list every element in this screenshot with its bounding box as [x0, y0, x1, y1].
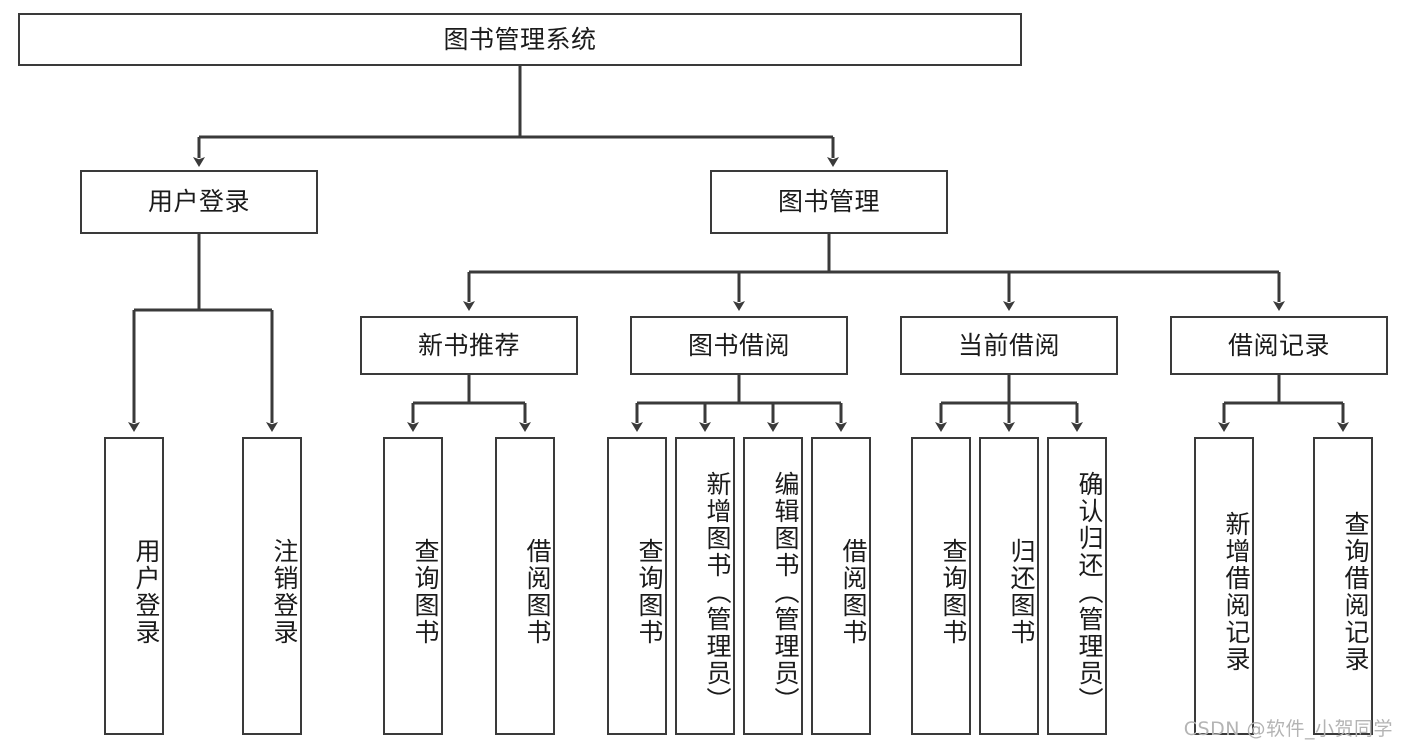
- node-leaf-confirm-return[interactable]: 确认归还（管理员）: [1047, 437, 1107, 735]
- node-leaf-edit-book[interactable]: 编辑图书（管理员）: [743, 437, 803, 735]
- node-leaf-add-record-label: 新增借阅记录: [1222, 511, 1251, 673]
- node-borrow-record[interactable]: 借阅记录: [1170, 316, 1388, 375]
- node-leaf-add-record[interactable]: 新增借阅记录: [1194, 437, 1254, 735]
- node-leaf-borrow-book-1-label: 借阅图书: [523, 538, 552, 646]
- node-root[interactable]: 图书管理系统: [18, 13, 1022, 66]
- node-new-book-recommend[interactable]: 新书推荐: [360, 316, 578, 375]
- node-leaf-user-login-label: 用户登录: [132, 538, 161, 646]
- node-leaf-query-record[interactable]: 查询借阅记录: [1313, 437, 1373, 735]
- node-leaf-query-book-2-label: 查询图书: [635, 538, 664, 646]
- node-leaf-edit-book-label: 编辑图书（管理员）: [771, 470, 800, 714]
- node-borrow-record-label: 借阅记录: [1227, 330, 1330, 360]
- node-root-label: 图书管理系统: [443, 24, 597, 54]
- node-leaf-confirm-return-label: 确认归还（管理员）: [1075, 470, 1104, 714]
- node-leaf-user-login[interactable]: 用户登录: [104, 437, 164, 735]
- node-book-manage[interactable]: 图书管理: [710, 170, 948, 234]
- node-leaf-borrow-book-2[interactable]: 借阅图书: [811, 437, 871, 735]
- node-user-login-label: 用户登录: [147, 187, 250, 216]
- node-leaf-return-book-label: 归还图书: [1007, 538, 1036, 646]
- node-leaf-query-record-label: 查询借阅记录: [1341, 511, 1370, 673]
- node-book-manage-label: 图书管理: [777, 187, 880, 216]
- node-book-borrow[interactable]: 图书借阅: [630, 316, 848, 375]
- node-leaf-return-book[interactable]: 归还图书: [979, 437, 1039, 735]
- node-leaf-add-book-label: 新增图书（管理员）: [703, 470, 732, 714]
- node-leaf-borrow-book-1[interactable]: 借阅图书: [495, 437, 555, 735]
- node-book-borrow-label: 图书借阅: [687, 330, 790, 360]
- node-current-borrow-label: 当前借阅: [957, 330, 1060, 360]
- watermark-text: CSDN @软件_小贺同学: [1183, 718, 1393, 740]
- node-leaf-logout-login[interactable]: 注销登录: [242, 437, 302, 735]
- node-new-book-recommend-label: 新书推荐: [417, 330, 520, 360]
- node-leaf-query-book-1[interactable]: 查询图书: [383, 437, 443, 735]
- node-leaf-query-book-1-label: 查询图书: [411, 538, 440, 646]
- node-current-borrow[interactable]: 当前借阅: [900, 316, 1118, 375]
- node-leaf-logout-login-label: 注销登录: [270, 538, 299, 646]
- node-user-login[interactable]: 用户登录: [80, 170, 318, 234]
- node-leaf-query-book-3-label: 查询图书: [939, 538, 968, 646]
- node-leaf-borrow-book-2-label: 借阅图书: [839, 538, 868, 646]
- node-leaf-query-book-3[interactable]: 查询图书: [911, 437, 971, 735]
- node-leaf-query-book-2[interactable]: 查询图书: [607, 437, 667, 735]
- node-leaf-add-book[interactable]: 新增图书（管理员）: [675, 437, 735, 735]
